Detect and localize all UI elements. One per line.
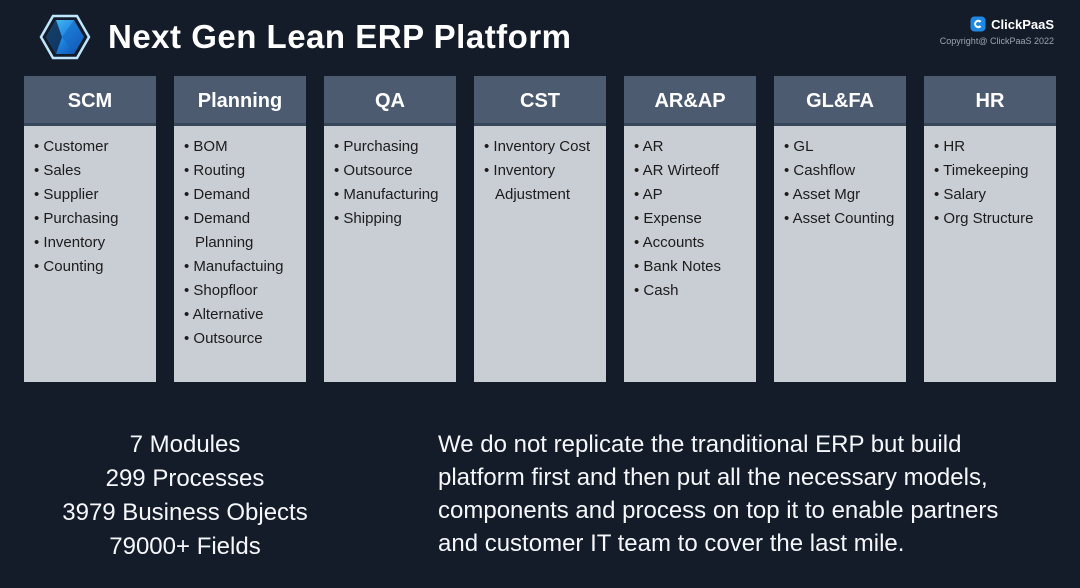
- list-item: Customer: [34, 135, 150, 159]
- brand-name: ClickPaaS: [991, 16, 1054, 32]
- page-title: Next Gen Lean ERP Platform: [108, 18, 572, 55]
- module-header: Planning: [174, 76, 306, 126]
- description-text: We do not replicate the tranditional ERP…: [438, 431, 999, 557]
- list-item: Salary: [934, 183, 1050, 207]
- modules-grid: SCM CustomerSalesSupplierPurchasingInven…: [24, 76, 1056, 382]
- list-item: Timekeeping: [934, 159, 1050, 183]
- list-item: 79000+ Fields: [109, 533, 261, 560]
- list-item: Asset Mgr: [784, 183, 900, 207]
- list-item: 299 Processes: [105, 465, 265, 492]
- list-item: Inventory Cost: [484, 135, 600, 159]
- list-item: Org Structure: [934, 207, 1050, 231]
- clickpaas-logo-icon: [970, 16, 986, 32]
- module-items: CustomerSalesSupplierPurchasingInventory…: [24, 126, 156, 382]
- list-item: Demand Planning: [184, 207, 300, 255]
- module-items: BOMRoutingDemandDemand PlanningManufactu…: [174, 126, 306, 382]
- list-item: 7 Modules: [129, 431, 241, 458]
- copyright-text: Copyright@ ClickPaaS 2022: [939, 36, 1054, 46]
- brand-row: ClickPaaS: [940, 16, 1054, 32]
- module-column-cst: CST Inventory CostInventory Adjustment: [474, 76, 606, 382]
- module-items: Inventory CostInventory Adjustment: [474, 126, 606, 382]
- module-column-glfa: GL&FA GLCashflowAsset MgrAsset Counting: [774, 76, 906, 382]
- module-column-hr: HR HRTimekeepingSalaryOrg Structure: [924, 76, 1056, 382]
- module-header: QA: [324, 76, 456, 126]
- list-item: Outsource: [334, 159, 450, 183]
- list-item: Cashflow: [784, 159, 900, 183]
- brand-block: ClickPaaS Copyright@ ClickPaaS 2022: [940, 12, 1054, 46]
- module-items: GLCashflowAsset MgrAsset Counting: [774, 126, 906, 382]
- footer: 7 Modules 299 Processes 3979 Business Obje…: [0, 382, 1080, 564]
- list-item: GL: [784, 135, 900, 159]
- header: Next Gen Lean ERP Platform ClickPaaS Cop…: [0, 0, 1080, 74]
- title-wrap: Next Gen Lean ERP Platform: [38, 12, 572, 62]
- list-item: BOM: [184, 135, 300, 159]
- list-item: Shopfloor: [184, 279, 300, 303]
- module-header: HR: [924, 76, 1056, 126]
- list-item: Routing: [184, 159, 300, 183]
- module-column-planning: Planning BOMRoutingDemandDemand Planning…: [174, 76, 306, 382]
- module-header: GL&FA: [774, 76, 906, 126]
- list-item: Outsource: [184, 327, 300, 351]
- list-item: Supplier: [34, 183, 150, 207]
- module-header: CST: [474, 76, 606, 126]
- list-item: Inventory: [34, 231, 150, 255]
- module-items: PurchasingOutsourceManufacturingShipping: [324, 126, 456, 382]
- list-item: Sales: [34, 159, 150, 183]
- list-item: AR Wirteoff: [634, 159, 750, 183]
- list-item: Asset Counting: [784, 207, 900, 231]
- module-items: HRTimekeepingSalaryOrg Structure: [924, 126, 1056, 382]
- hexagon-logo-icon: [38, 12, 92, 62]
- list-item: Manufacturing: [334, 183, 450, 207]
- list-item: Shipping: [334, 207, 450, 231]
- list-item: AP: [634, 183, 750, 207]
- list-item: AR: [634, 135, 750, 159]
- list-item: Inventory Adjustment: [484, 159, 600, 207]
- list-item: HR: [934, 135, 1050, 159]
- list-item: Manufactuing: [184, 255, 300, 279]
- stats-list: 7 Modules 299 Processes 3979 Business Obje…: [20, 428, 350, 564]
- list-item: Cash: [634, 279, 750, 303]
- module-column-arap: AR&AP ARAR WirteoffAPExpenseAccountsBank…: [624, 76, 756, 382]
- list-item: Counting: [34, 255, 150, 279]
- module-items: ARAR WirteoffAPExpenseAccountsBank Notes…: [624, 126, 756, 382]
- list-item: Bank Notes: [634, 255, 750, 279]
- list-item: Accounts: [634, 231, 750, 255]
- module-column-scm: SCM CustomerSalesSupplierPurchasingInven…: [24, 76, 156, 382]
- list-item: Alternative: [184, 303, 300, 327]
- list-item: 3979 Business Objects: [62, 499, 308, 526]
- list-item: Purchasing: [34, 207, 150, 231]
- module-column-qa: QA PurchasingOutsourceManufacturingShipp…: [324, 76, 456, 382]
- module-header: AR&AP: [624, 76, 756, 126]
- list-item: Purchasing: [334, 135, 450, 159]
- module-header: SCM: [24, 76, 156, 126]
- list-item: Expense: [634, 207, 750, 231]
- list-item: Demand: [184, 183, 300, 207]
